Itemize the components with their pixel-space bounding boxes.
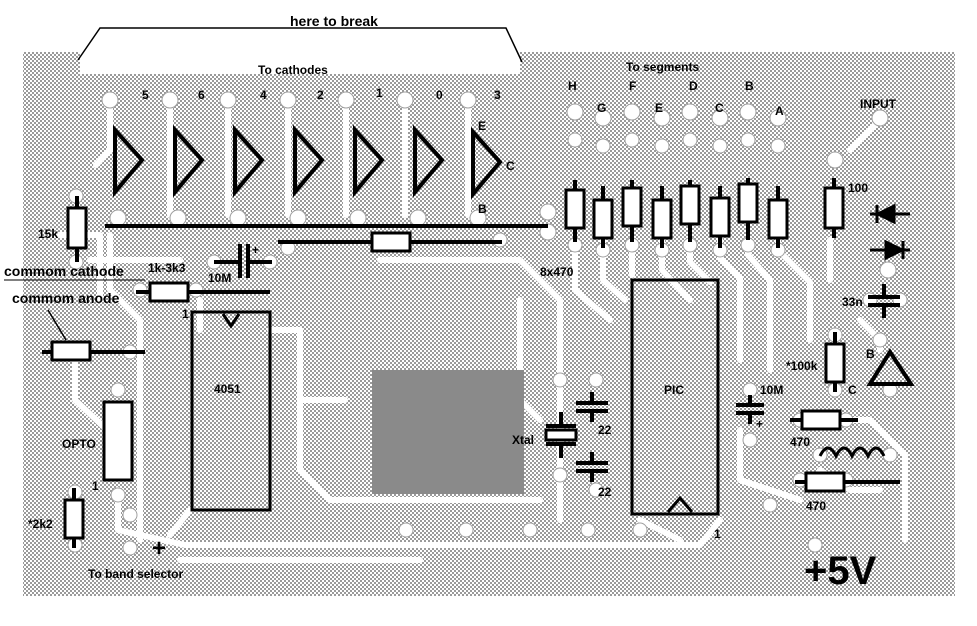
r-2k2-label: *2k2 [28,517,53,531]
ic-notch [666,495,694,513]
segment-letter: H [568,79,577,93]
driver-triangle [413,124,445,198]
digit-label: 3 [494,88,501,102]
segment-letter: B [745,79,754,93]
to-segments-label: To segments [626,60,699,74]
pic-pin-label: 1 [714,527,721,541]
board-background [23,48,955,596]
cap-plus-label: + [756,417,763,431]
plus-sign: + [152,535,166,562]
crystal [544,412,578,458]
segment-resistors [564,178,789,248]
driver-triangle [173,124,205,198]
break-label: here to break [290,13,378,29]
common-cathode-label: commom cathode [4,263,124,279]
anode-pointer [47,309,67,341]
cap-22-bottom-label: 22 [598,485,612,499]
transistor-c-label: C [506,159,515,173]
r-100k-label: *100k [786,359,818,373]
cap-10m-left-label: 10M [208,271,231,285]
opto-coupler [102,400,134,482]
break-bracket [77,27,523,63]
r-470-bottom-label: 470 [806,499,826,513]
driver-triangle [293,124,325,198]
capacitor-10m-left [214,244,272,278]
segment-letter: G [597,101,606,115]
inductor [818,446,886,460]
driver-triangle [471,126,503,200]
input-transistor [866,348,915,386]
resistor-470-top [800,409,842,431]
common-anode-label: commom anode [12,290,120,306]
r-1k-3k3-label: 1k-3k3 [148,261,186,275]
digit-labels: 5 6 4 2 1 0 3 [142,86,501,102]
driver-triangle [353,124,385,198]
tr-c-label: C [848,383,857,397]
cap-plus-label: + [252,243,259,257]
digit-label: 0 [436,88,443,102]
resistor [370,231,412,253]
digit-label: 4 [260,88,267,102]
cap-22-top-label: 22 [598,423,612,437]
input-label: INPUT [860,97,897,111]
pic-label: PIC [664,383,684,397]
to-cathodes-label: To cathodes [258,63,328,77]
segment-letter: A [775,104,784,118]
segment-letter: C [715,101,724,115]
resistor-15k [66,206,88,250]
capacitor-22-bottom [576,452,608,482]
opto-pin-label: 1 [92,479,99,493]
diode-bottom [870,239,910,261]
driver-triangle [233,124,265,198]
segment-letters: H G F E D C B A [568,79,784,118]
capacitor-33n [868,284,900,318]
digit-label: 2 [317,88,324,102]
r-100-label: 100 [848,181,868,195]
ic-4051-label: 4051 [214,382,241,396]
resistor-470-bottom [804,471,846,493]
transistor-b-label: B [478,202,487,216]
r-470-top-label: 470 [790,435,810,449]
cathode-drivers [113,124,503,200]
to-band-selector-label: To band selector [88,567,183,581]
resistor-2k2 [63,498,85,540]
capacitor-22-top [576,392,608,422]
digit-label: 5 [142,88,149,102]
cap-10m-right-label: 10M [760,383,783,397]
pin1-label: 1 [182,307,189,321]
digit-label: 1 [376,86,383,100]
ic-4051 [190,310,272,512]
opto-label: OPTO [62,437,96,451]
capacitor-10m-right [736,395,764,424]
segment-letter: E [655,101,663,115]
segment-letter: F [629,79,636,93]
diode-top [870,203,910,225]
cap-33n-label: 33n [842,295,863,309]
resistor-1k-3k3 [148,281,190,303]
ic-pic [630,278,720,516]
resistor [50,340,92,362]
driver-triangle [113,124,145,198]
ic-notch [221,313,241,329]
resistor-100 [823,186,845,230]
segment-letter: D [689,79,698,93]
r-15k-label: 15k [38,227,58,241]
ground-pad [372,370,524,494]
transistor-e-label: E [478,119,486,133]
tr-b-label: B [866,347,875,361]
plus-5v-label: +5V [804,549,877,593]
resistor-100k [824,342,846,384]
xtal-label: Xtal [512,433,534,447]
r-8x470-label: 8x470 [540,265,574,279]
digit-label: 6 [198,88,205,102]
